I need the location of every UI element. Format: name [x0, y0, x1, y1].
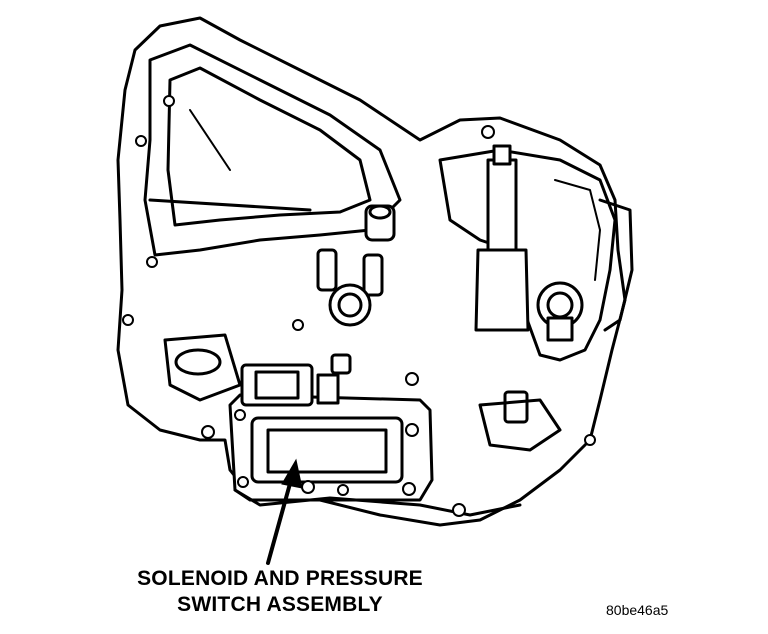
speed-sensor-right [536, 281, 584, 342]
bolts [122, 95, 596, 517]
callout-arrow [266, 458, 303, 565]
callout-label: SOLENOID AND PRESSURE SWITCH ASSEMBLY [60, 566, 500, 618]
output-flange [598, 198, 634, 332]
callout-line-2: SWITCH ASSEMBLY [177, 593, 383, 616]
temp-sensor [503, 390, 529, 424]
speed-sensor-left [316, 204, 396, 327]
solenoid-assembly [228, 353, 434, 502]
callout-line-1: SOLENOID AND PRESSURE [137, 567, 423, 590]
bell-housing-inner [166, 66, 372, 227]
figure-code: 80be46a5 [606, 602, 669, 618]
